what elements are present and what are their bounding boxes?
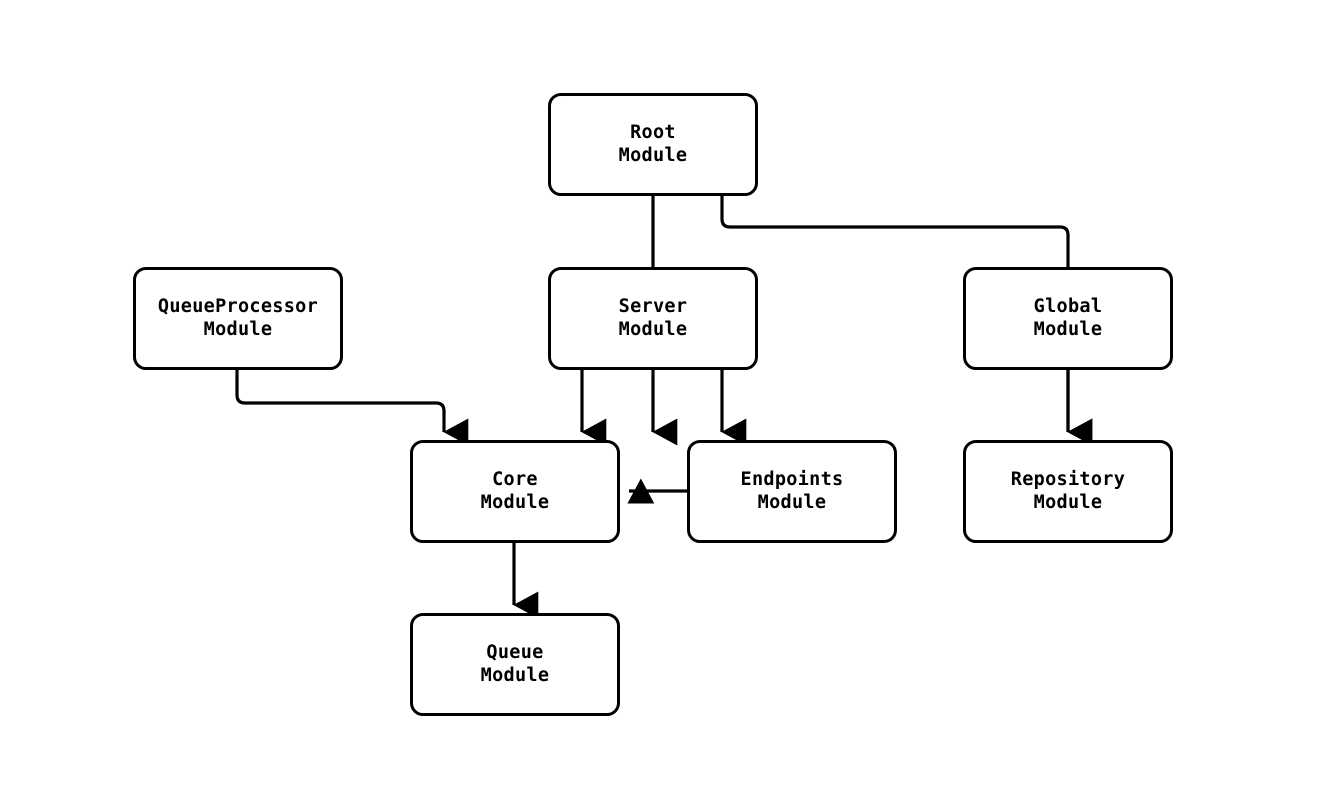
node-label-line1: Global [1033,296,1103,317]
node-label-line1: Endpoints [740,469,844,490]
node-core-module[interactable]: Core Module [410,440,620,543]
node-queueprocessor-module[interactable]: QueueProcessor Module [133,267,343,370]
node-label-line2: Module [480,664,550,686]
node-label-line2: Module [618,144,688,166]
node-label-line2: Module [480,491,550,513]
node-queue-module[interactable]: Queue Module [410,613,620,716]
node-server-module[interactable]: Server Module [548,267,758,370]
node-label-line1: Repository [1010,469,1126,490]
node-repository-module[interactable]: Repository Module [963,440,1173,543]
node-label-line1: Core [492,469,538,490]
node-root-module[interactable]: Root Module [548,93,758,196]
node-label-line1: QueueProcessor [157,296,319,317]
node-label-line2: Module [1033,491,1103,513]
node-label-line2: Module [757,491,827,513]
edge-root-to-global [720,196,1093,446]
node-label-line2: Module [203,318,273,340]
node-global-module[interactable]: Global Module [963,267,1173,370]
node-label-line2: Module [618,318,688,340]
node-label-line1: Server [618,296,688,317]
node-label-line1: Root [630,122,676,143]
node-label-line2: Module [1033,318,1103,340]
edge-queueprocessor-to-core [235,370,469,446]
node-endpoints-module[interactable]: Endpoints Module [687,440,897,543]
node-label-line1: Queue [486,642,544,663]
